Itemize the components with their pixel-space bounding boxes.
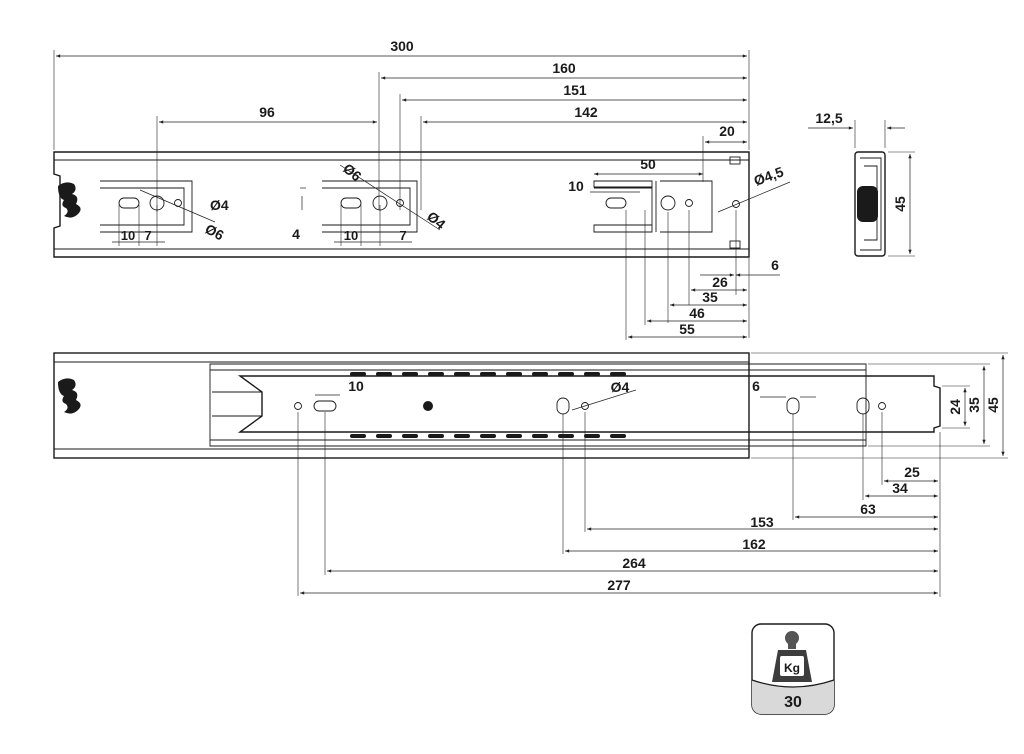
dim-55: 55 [679, 321, 695, 337]
end-bumper-bottom-icon [58, 378, 81, 414]
dim-50: 50 [640, 156, 656, 172]
dim-phi4-bottom: Ø4 [611, 379, 630, 395]
dim-10-left: 10 [121, 228, 135, 243]
dim-46: 46 [689, 305, 705, 321]
dim-63: 63 [860, 501, 876, 517]
ball-bearing [506, 372, 522, 376]
dim-25: 25 [904, 464, 920, 480]
ball-bearing [428, 372, 444, 376]
dim-153: 153 [750, 514, 774, 530]
dim-10-bottom: 10 [348, 378, 364, 394]
dim-34: 34 [892, 480, 908, 496]
dim-300: 300 [390, 38, 414, 54]
dim-24: 24 [947, 399, 963, 415]
dim-phi4-5: Ø4,5 [752, 163, 786, 188]
top-dimensions: 300 160 151 142 96 20 50 10 10 7 Ø4 Ø6 [53, 38, 791, 340]
dim-7-left: 7 [144, 228, 151, 243]
ball-bearing [584, 434, 600, 438]
dim-151: 151 [563, 82, 587, 98]
dim-35-bottom: 35 [966, 397, 982, 413]
ball-bearing [454, 372, 470, 376]
weight-icon [772, 631, 812, 682]
extended-slide-view [53, 352, 941, 459]
ball-bearing [480, 372, 496, 376]
dim-160: 160 [552, 60, 576, 76]
ball-bearing [350, 434, 366, 438]
dim-277: 277 [607, 577, 631, 593]
dim-264: 264 [622, 555, 646, 571]
load-capacity-value: 30 [784, 694, 802, 711]
bottom-dimensions: 10 Ø4 6 24 35 45 25 34 63 153 [297, 352, 1008, 597]
ball-bearing [402, 434, 418, 438]
end-profile-view: 12,5 45 [808, 110, 915, 257]
ball-bearing [610, 434, 626, 438]
mounting-slots-2 [322, 180, 418, 233]
ball-bearing [350, 372, 366, 376]
ball-bearing [428, 434, 444, 438]
dim-7-mid: 7 [399, 228, 406, 243]
ball-bearing [610, 372, 626, 376]
ball-bearing [454, 434, 470, 438]
mounting-slots-3 [593, 156, 741, 249]
ball-bearing [506, 434, 522, 438]
dim-10-right: 10 [568, 178, 584, 194]
dim-142: 142 [574, 104, 598, 120]
dim-96: 96 [259, 104, 275, 120]
load-capacity-badge: Kg 30 [751, 623, 835, 715]
dim-162: 162 [742, 536, 766, 552]
dim-10-mid: 10 [344, 228, 358, 243]
dim-45-bottom: 45 [985, 397, 1001, 413]
ball-bearing [376, 372, 392, 376]
dim-12-5: 12,5 [815, 110, 842, 126]
ball-bearing [558, 372, 574, 376]
ball-bearing [532, 434, 548, 438]
ball-bearing [376, 434, 392, 438]
dim-6-bottom: 6 [752, 378, 760, 394]
ball-bearings-top [350, 372, 626, 376]
dim-4: 4 [292, 226, 300, 242]
weight-unit-label: Kg [784, 661, 800, 675]
dim-phi6-left: Ø6 [203, 221, 227, 244]
dim-26: 26 [712, 274, 728, 290]
ball-bearing [558, 434, 574, 438]
ball-bearings-bottom [350, 434, 626, 438]
ball-bearing [532, 372, 548, 376]
dim-phi4-mid: Ø4 [424, 208, 449, 232]
dim-20: 20 [719, 123, 735, 139]
dim-45-profile: 45 [892, 196, 908, 212]
dim-6-top: 6 [771, 257, 779, 273]
dim-35-top: 35 [702, 289, 718, 305]
ball-bearing [584, 372, 600, 376]
ball-bearing [480, 434, 496, 438]
ball-bearing [402, 372, 418, 376]
top-slide-view [53, 151, 750, 258]
dim-phi4-left: Ø4 [210, 197, 229, 213]
end-bumper-icon [58, 182, 81, 218]
